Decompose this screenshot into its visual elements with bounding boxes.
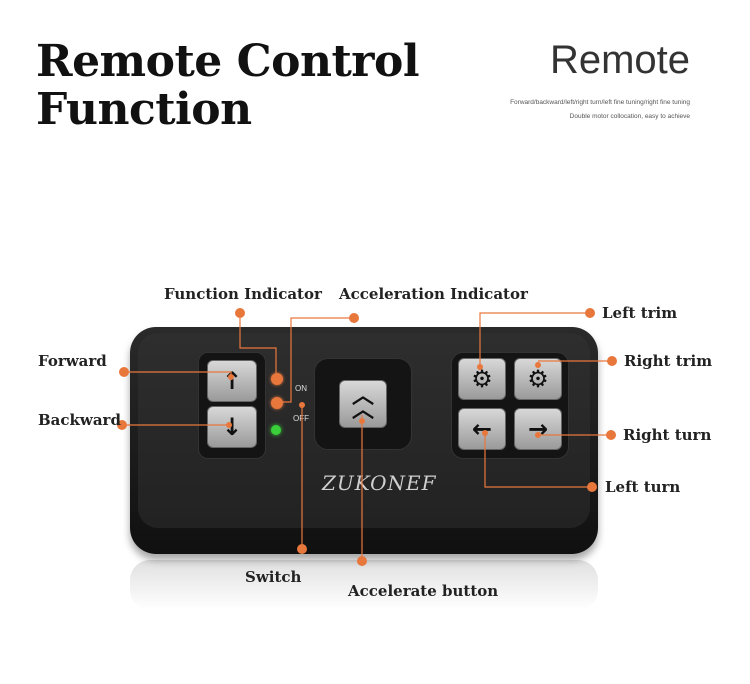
label-right-turn: Right turn xyxy=(623,426,712,444)
label-right-trim: Right trim xyxy=(624,352,713,370)
off-label: OFF xyxy=(293,414,309,423)
right-trim-button[interactable]: ⚙ xyxy=(514,358,562,400)
brand-subtitle-1: Forward/backward/left/right turn/left fi… xyxy=(510,99,690,106)
label-left-turn: Left turn xyxy=(605,478,681,496)
left-turn-button[interactable]: ← xyxy=(458,408,506,450)
title-line-2: Function xyxy=(36,84,252,135)
forward-button[interactable]: ↑ xyxy=(207,360,257,402)
brand-subtitle-2: Double motor collocation, easy to achiev… xyxy=(569,113,690,120)
label-function-indicator: Function Indicator xyxy=(164,285,322,303)
arrow-up-icon: ↑ xyxy=(221,367,243,395)
title-line-1: Remote Control xyxy=(36,36,420,87)
page-title: Remote Control Function xyxy=(36,36,420,135)
power-led xyxy=(271,425,281,435)
gear-icon: ⚙ xyxy=(471,365,493,393)
backward-button[interactable]: ↓ xyxy=(207,406,257,448)
label-forward: Forward xyxy=(38,352,107,370)
label-switch: Switch xyxy=(245,568,302,586)
right-turn-button[interactable]: → xyxy=(514,408,562,450)
arrow-down-icon: ↓ xyxy=(221,413,243,441)
label-left-trim: Left trim xyxy=(602,304,678,322)
remote-logo: ZUKONEF xyxy=(322,471,437,495)
label-acceleration-indicator: Acceleration Indicator xyxy=(339,285,528,303)
remote-reflection xyxy=(130,560,598,610)
gear-icon: ⚙ xyxy=(527,365,549,393)
label-accelerate-button: Accelerate button xyxy=(348,582,499,600)
label-backward: Backward xyxy=(38,411,121,429)
acceleration-indicator-led xyxy=(271,397,283,409)
double-chevron-up-icon: ︿︿ xyxy=(351,384,374,423)
function-indicator-led xyxy=(271,373,283,385)
brand-title: Remote xyxy=(549,38,690,82)
on-label: ON xyxy=(295,384,307,393)
